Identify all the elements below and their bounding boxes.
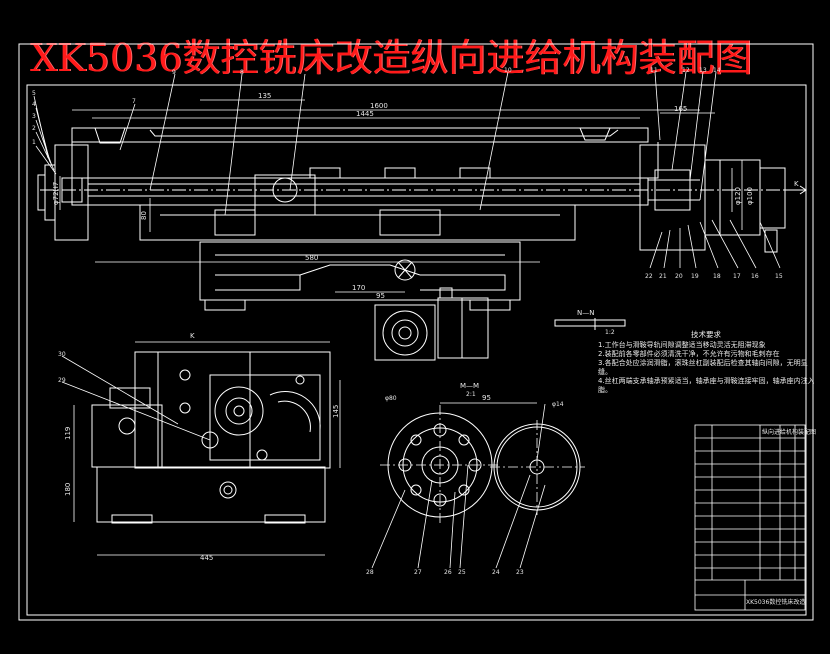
dim-180: 180 — [64, 483, 72, 496]
dim-170: 170 — [352, 284, 365, 292]
part-num: 25 — [458, 569, 466, 576]
tech-req-heading: 技术要求 — [691, 330, 721, 339]
mm-section — [371, 402, 585, 569]
part-num: 24 — [492, 569, 500, 576]
dia-80-label: φ80 — [385, 395, 397, 402]
outer-border — [18, 43, 814, 621]
part-num: 23 — [516, 569, 524, 576]
tech-req-line: 2.装配前各零部件必须清洗干净，不允许有污物和毛刺存在 — [598, 350, 780, 358]
part-num: 5 — [32, 90, 36, 97]
part-num: 22 — [645, 273, 653, 280]
part-num: 27 — [414, 569, 422, 576]
technical-requirements: 技术要求 1.工作台与滑鞍导轨间隙调整适当移动灵活无阻滞现象 2.装配前各零部件… — [598, 330, 814, 395]
dim-1445: 1445 — [356, 110, 374, 118]
k-arrow-label: K — [794, 180, 799, 188]
dim-phi72: φ72H7 — [52, 182, 60, 205]
nn-section-label: N—N — [577, 309, 594, 317]
part-num: 26 — [444, 569, 452, 576]
dim-135: 135 — [258, 92, 271, 100]
title-block-company: XK5036数控铣床改造 — [746, 598, 805, 606]
part-num: 13 — [699, 67, 707, 74]
part-num: 16 — [751, 273, 759, 280]
view-labels: K K N—N M—M 1:2 2:1 φ80 φ14 — [190, 180, 799, 408]
tech-req-line: 3.各配合处应涂润滑脂，滚珠丝杠副装配后检查其轴向间隙，无明显 — [598, 359, 808, 367]
parts-list — [694, 424, 806, 611]
part-num: 7 — [132, 98, 136, 105]
tech-req-line: 4.丝杠两端支承轴承预紧适当，轴承座与滑鞍连接牢固，轴承座内注入润滑 — [598, 377, 814, 385]
mm-scale: 2:1 — [466, 391, 476, 398]
tech-req-line: 1.工作台与滑鞍导轨间隙调整适当移动灵活无阻滞现象 — [598, 341, 766, 349]
part-num: 3 — [32, 113, 36, 120]
part-num: 14 — [713, 67, 721, 74]
title-block-labels: 纵向进给机构装配图 XK5036数控铣床改造 — [746, 428, 816, 606]
nn-scale: 1:2 — [605, 329, 615, 336]
part-num: 28 — [366, 569, 374, 576]
k-view — [61, 341, 341, 556]
part-num: 9 — [172, 69, 176, 76]
part-num: 1 — [32, 139, 36, 146]
dim-145: 145 — [332, 405, 340, 418]
part-num: 17 — [733, 273, 741, 280]
dim-445: 445 — [200, 554, 213, 562]
part-num: 21 — [659, 273, 667, 280]
dia-14-label: φ14 — [552, 401, 564, 408]
part-num: 12 — [682, 67, 690, 74]
dim-165: 165 — [674, 105, 687, 113]
dim-phi120: φ120 — [734, 187, 742, 205]
nn-section — [554, 318, 626, 330]
part-num: 11 — [650, 67, 658, 74]
part-num: 8 — [240, 69, 244, 76]
tech-req-line: 脂。 — [598, 386, 612, 394]
inner-border — [26, 84, 807, 616]
dim-1600: 1600 — [370, 102, 388, 110]
part-num: 10 — [504, 67, 512, 74]
leader-lines-right — [649, 219, 781, 269]
mm-section-label: M—M — [460, 382, 479, 390]
dim-section-95: 95 — [482, 394, 491, 402]
dim-95: 95 — [376, 292, 385, 300]
dim-phi100: φ100 — [746, 187, 754, 205]
dimension-labels: 1600 1445 135 165 580 170 95 80 φ72H7 φ1… — [52, 92, 754, 562]
front-view — [37, 127, 807, 311]
part-num: 18 — [713, 273, 721, 280]
part-num: 2 — [32, 125, 36, 132]
dim-80: 80 — [140, 211, 148, 220]
part-num: 15 — [775, 273, 783, 280]
part-num: 30 — [58, 351, 66, 358]
drawing-title: XK5036数控铣床改造纵向进给机构装配图 — [30, 36, 753, 80]
part-num: 4 — [32, 101, 36, 108]
leader-lines — [33, 71, 717, 216]
dim-119: 119 — [64, 427, 72, 440]
part-num: 20 — [675, 273, 683, 280]
front-dimensions — [59, 99, 743, 301]
part-num: 19 — [691, 273, 699, 280]
dim-580: 580 — [305, 254, 318, 262]
k-view-label: K — [190, 332, 195, 340]
gear-section-view — [374, 287, 489, 361]
part-num: 29 — [58, 377, 66, 384]
tech-req-line: 缝。 — [598, 368, 612, 376]
part-number-labels: 5 4 3 2 1 7 9 8 10 11 12 13 14 22 21 20 … — [32, 67, 783, 576]
title-block-name: 纵向进给机构装配图 — [762, 428, 816, 436]
